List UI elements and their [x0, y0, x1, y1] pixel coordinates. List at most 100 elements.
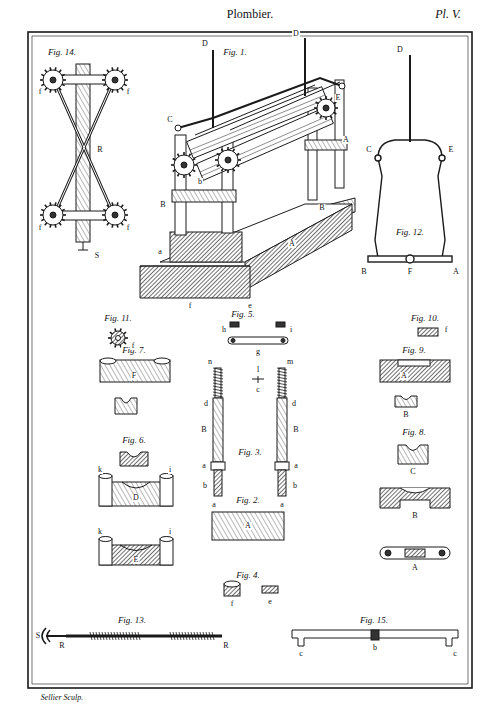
- part-letter: S: [35, 632, 41, 640]
- gear-tooth: [103, 209, 106, 210]
- part-letter: D: [201, 40, 209, 48]
- plate-number: Pl. V.: [434, 8, 461, 20]
- part-letter: a: [279, 501, 285, 509]
- part-letter: f: [38, 224, 43, 232]
- part-letter: B: [360, 268, 367, 276]
- mill-parts: [99, 322, 450, 565]
- gear-tooth: [107, 205, 109, 207]
- thread-stroke: [185, 632, 187, 640]
- part-letter: b: [292, 482, 298, 490]
- thread-stroke: [197, 632, 199, 640]
- gear-tooth: [41, 209, 44, 210]
- gear-tooth: [325, 96, 327, 99]
- thread-stroke: [213, 395, 223, 397]
- gear-tooth: [102, 214, 105, 216]
- plate-title: Plombier.: [226, 8, 274, 20]
- thread-stroke: [135, 632, 137, 640]
- rolling-mill: [140, 38, 355, 298]
- gear-tooth: [178, 154, 180, 157]
- figure-label: Fig. 6.: [121, 436, 147, 445]
- thread-stroke: [277, 395, 287, 397]
- thread-stroke: [277, 386, 287, 388]
- part-letter: b: [197, 178, 203, 186]
- thread-stroke: [213, 377, 223, 379]
- figure-label: Fig. 10.: [410, 314, 440, 323]
- screw-and-channel: [42, 628, 458, 646]
- part-letter: D: [292, 30, 300, 38]
- thread-stroke: [132, 632, 134, 640]
- gear-tooth: [227, 147, 229, 150]
- gear-tooth: [183, 152, 185, 155]
- part-letter: i: [168, 528, 172, 536]
- gear-tooth: [320, 98, 322, 101]
- part-letter: i: [168, 466, 172, 474]
- part-letter: a: [157, 248, 163, 256]
- thread-stroke: [120, 632, 122, 640]
- part-letter: D: [132, 494, 140, 502]
- part-letter: A: [244, 522, 252, 530]
- thread-stroke: [206, 632, 208, 640]
- gear-tooth: [124, 84, 127, 85]
- part-letter: f: [131, 342, 136, 350]
- thread-stroke: [129, 632, 131, 640]
- part-letter: B: [292, 426, 299, 434]
- gear-tooth: [316, 102, 319, 104]
- gear-tooth: [193, 170, 196, 172]
- part-letter: k: [97, 466, 103, 474]
- thread-stroke: [191, 632, 193, 640]
- figure-label: Fig. 12.: [395, 228, 425, 237]
- thread-stroke: [212, 632, 214, 640]
- figure-label: Fig. 3.: [237, 448, 263, 457]
- thread-stroke: [179, 632, 181, 640]
- thread-stroke: [277, 377, 287, 379]
- gear-tooth: [217, 154, 220, 156]
- part-letter: f: [126, 224, 131, 232]
- part-letter: c: [452, 650, 458, 658]
- gear-tooth: [183, 175, 185, 178]
- part-letter: f: [230, 600, 235, 608]
- figure-label: Fig. 2.: [235, 496, 261, 505]
- thread-stroke: [96, 632, 98, 640]
- thread-stroke: [111, 632, 113, 640]
- gear-tooth: [54, 225, 56, 228]
- thread-stroke: [203, 632, 205, 640]
- gear-tooth: [227, 170, 229, 173]
- gear-tooth: [49, 225, 51, 228]
- figure-label: Fig. 4.: [235, 571, 261, 580]
- part-letter: n: [207, 358, 213, 366]
- thread-stroke: [209, 632, 211, 640]
- part-letter: m: [286, 358, 294, 366]
- part-letter: a: [293, 462, 299, 470]
- gear-tooth: [194, 164, 197, 166]
- gear-tooth: [102, 79, 105, 81]
- part-letter: R: [96, 146, 103, 154]
- gear-tooth: [237, 165, 240, 167]
- part-letter: d: [291, 400, 297, 408]
- gear-tooth: [222, 169, 224, 172]
- part-letter: e: [267, 598, 273, 606]
- gear-tooth: [59, 70, 61, 72]
- part-letter: g: [255, 348, 261, 356]
- thread-stroke: [213, 380, 223, 382]
- gear-tooth: [173, 159, 176, 161]
- thread-stroke: [213, 392, 223, 394]
- gear-tooth: [62, 209, 65, 210]
- thread-stroke: [170, 632, 172, 640]
- thread-stroke: [277, 368, 287, 370]
- gear-tooth: [114, 345, 117, 348]
- gear-tooth: [103, 84, 106, 85]
- gear-tooth: [189, 174, 191, 177]
- part-letter: D: [396, 46, 404, 54]
- part-letter: A: [411, 564, 419, 572]
- gear-tooth: [103, 74, 106, 75]
- part-letter: B: [402, 411, 409, 419]
- part-letter: i: [289, 326, 293, 334]
- gear-tooth: [40, 214, 43, 216]
- thread-stroke: [194, 632, 196, 640]
- thread-stroke: [99, 632, 101, 640]
- gear-tooth: [111, 202, 113, 205]
- gear-tooth: [63, 214, 66, 216]
- gear-tooth: [111, 225, 113, 228]
- gear-tooth: [107, 88, 109, 90]
